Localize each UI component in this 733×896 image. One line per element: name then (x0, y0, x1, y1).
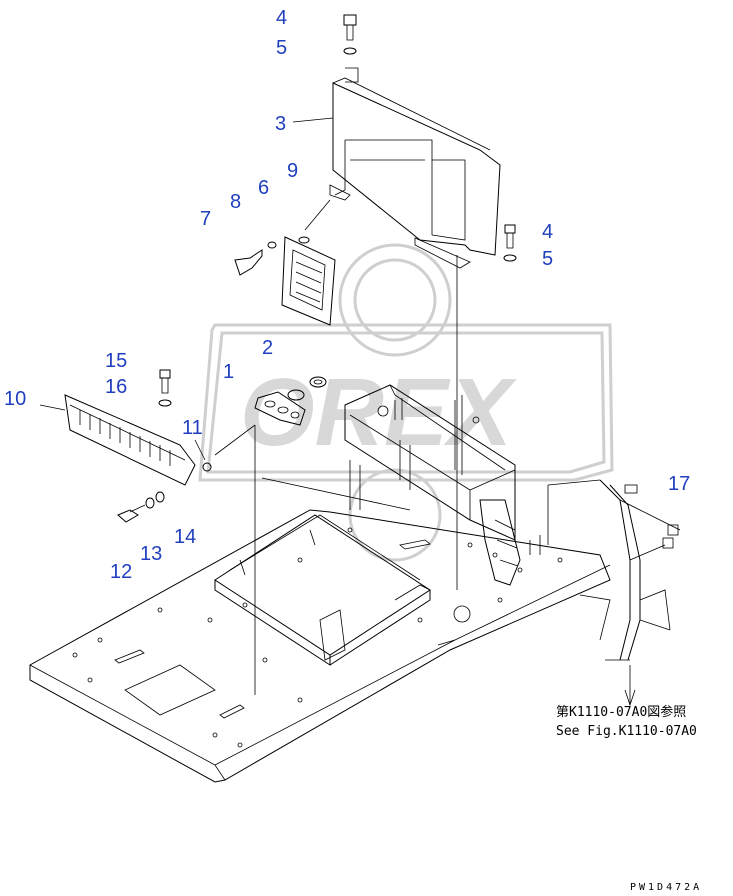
long-grille (64, 394, 196, 486)
callout-5-top: 5 (276, 37, 287, 59)
callout-14: 14 (174, 526, 196, 548)
callout-11: 11 (182, 417, 203, 439)
grommets (287, 376, 327, 401)
callout-2: 2 (262, 337, 273, 359)
callout-6: 6 (258, 177, 269, 199)
callout-12: 12 (110, 561, 132, 583)
reference-note-en: See Fig.K1110-07A0 (556, 724, 697, 739)
callout-17: 17 (668, 473, 690, 495)
console-bracket (344, 384, 541, 586)
callout-3: 3 (275, 113, 286, 135)
reference-note-jp: 第K1110-07A0図参照 (556, 704, 686, 720)
fasteners (117, 14, 517, 523)
upper-cover-panel (329, 67, 501, 269)
callout-7: 7 (200, 208, 211, 230)
figure-code: PW1D472A (630, 882, 702, 893)
callout-4-top: 4 (276, 7, 287, 29)
callout-16: 16 (105, 376, 127, 398)
grille-panel (281, 236, 336, 326)
callout-15: 15 (105, 350, 127, 372)
callouts: 4 5 3 9 6 8 7 4 5 2 1 15 16 10 11 14 12 … (4, 7, 690, 583)
floor-plate (29, 509, 611, 783)
callout-13: 13 (140, 543, 162, 565)
callout-1: 1 (223, 361, 234, 383)
callout-5-right: 5 (542, 248, 553, 270)
wiring-harness (579, 479, 681, 661)
callout-9: 9 (287, 160, 298, 182)
callout-4-right: 4 (542, 221, 553, 243)
seat-box (214, 514, 431, 666)
leader-lines (39, 117, 636, 707)
callout-8: 8 (230, 191, 241, 213)
callout-10: 10 (4, 388, 26, 410)
bracket-plate (254, 391, 306, 426)
